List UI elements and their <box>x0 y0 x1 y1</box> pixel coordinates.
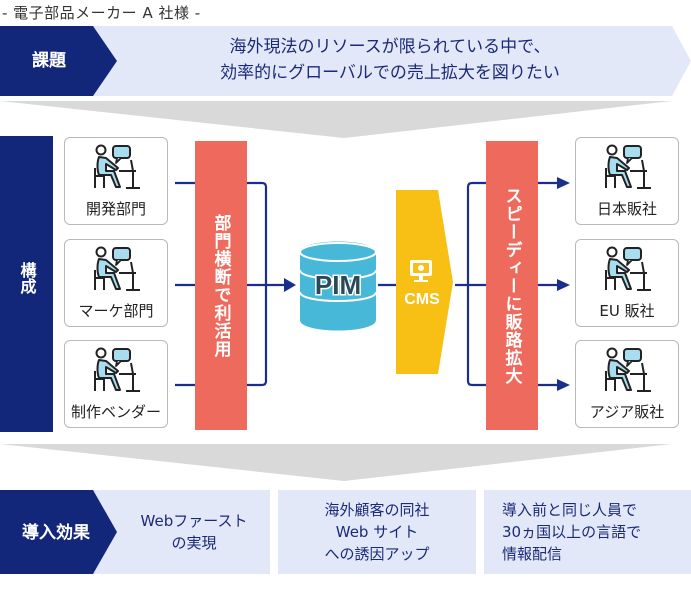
arrowhead-to-asia <box>557 379 570 391</box>
person-at-desk-icon <box>92 144 142 194</box>
effect-item-3: 導入前と同じ人員で 30ヵ国以上の言語で 情報配信 <box>484 490 691 574</box>
cms-label: CMS <box>404 291 440 308</box>
structure-label-bar <box>0 136 53 432</box>
arrowhead-to-pim <box>284 278 296 292</box>
arrowhead-to-japan <box>557 177 570 189</box>
sales-card-eu: EU 販社 <box>575 239 679 327</box>
diagram-subtitle: - 電子部品メーカー A 社様 - <box>2 4 201 22</box>
sales-card-asia: アジア販社 <box>575 340 679 428</box>
sales-card-label: EU 販社 <box>599 302 655 320</box>
funnel-arrow-bottom <box>0 444 672 481</box>
issue-label: 課題 <box>32 51 66 71</box>
pim-database-icon: PIM <box>299 241 377 331</box>
issue-text-line-2: 効率的にグローバルでの売上拡大を図りたい <box>220 63 560 83</box>
effect-item-2: 海外顧客の同社 Web サイト への誘因アップ <box>278 490 476 574</box>
expansion-bar: スピーディーに販路拡大 <box>486 141 538 430</box>
issue-text-line-1: 海外現法のリソースが限られている中で、 <box>229 37 551 57</box>
issue-banner <box>0 26 691 96</box>
dept-card-label: 制作ベンダー <box>70 403 161 421</box>
structure-label-text: 構成 <box>17 262 37 294</box>
issue-text-background <box>0 26 691 96</box>
person-at-desk-icon <box>603 246 653 296</box>
dept-card-label: マーケ部門 <box>78 302 154 320</box>
dept-card-marketing: マーケ部門 <box>64 239 168 327</box>
effect-item-text: Webファースト の実現 <box>140 512 248 552</box>
effect-item-1: Webファースト の実現 <box>118 490 270 574</box>
monitor-gear-icon <box>410 260 432 282</box>
effect-item-text: 導入前と同じ人員で 30ヵ国以上の言語で 情報配信 <box>502 501 642 563</box>
effects-label-background <box>0 490 117 574</box>
dept-card-development: 開発部門 <box>64 137 168 225</box>
structure-label: 構成 <box>0 262 53 294</box>
effects-label: 導入効果 <box>22 523 90 543</box>
cms-block: CMS <box>396 190 453 374</box>
cross-department-bar: 部門横断で利活用 <box>195 141 247 430</box>
person-at-desk-icon <box>603 144 653 194</box>
sales-card-label: 日本販社 <box>596 200 657 218</box>
issue-label-background <box>0 26 117 96</box>
effects-banner <box>0 490 270 574</box>
arrowhead-to-eu <box>557 279 570 291</box>
issue-text: 海外現法のリソースが限られている中で、 効率的にグローバルでの売上拡大を図りたい <box>150 34 630 86</box>
person-at-desk-icon <box>92 347 142 397</box>
funnel-arrow-top <box>0 101 672 138</box>
dept-card-vendor: 制作ベンダー <box>64 340 168 428</box>
pim-label: PIM <box>315 270 361 300</box>
person-at-desk-icon <box>92 246 142 296</box>
effect-item-text: 海外顧客の同社 Web サイト への誘因アップ <box>324 501 430 563</box>
sales-card-japan: 日本販社 <box>575 137 679 225</box>
person-at-desk-icon <box>603 347 653 397</box>
dept-card-label: 開発部門 <box>85 200 146 218</box>
sales-card-label: アジア販社 <box>589 403 665 421</box>
